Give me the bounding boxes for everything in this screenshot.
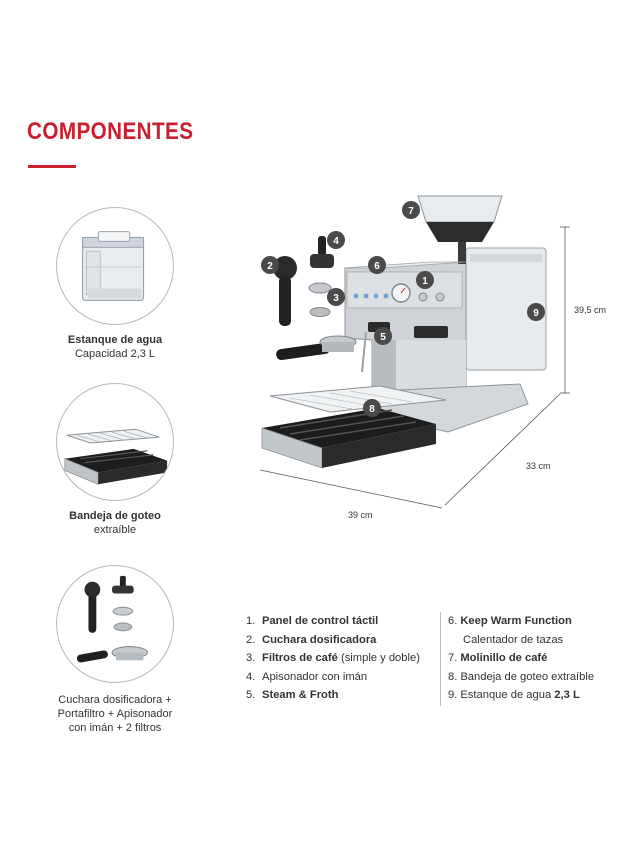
svg-text:5: 5 (380, 332, 386, 343)
drip-tray-subtitle: extraíble (93, 524, 137, 536)
page-title: COMPONENTES (27, 118, 194, 145)
legend-item-6-sub: Calentador de tazas (463, 633, 564, 646)
portafilter-handle (276, 342, 330, 361)
legend-item-2: 2.Cuchara dosificadora (246, 633, 377, 646)
depth-dimension-line (444, 393, 561, 506)
legend-item-8: 8.Bandeja de goteo extraíble (448, 670, 595, 683)
accessories-caption: Cuchara dosificadora + Portafiltro + Api… (20, 693, 210, 735)
svg-text:1: 1 (422, 276, 428, 287)
legend-item-7: 7.Molinillo de café (448, 652, 548, 665)
svg-text:3: 3 (333, 293, 339, 304)
drip-tray-thumbnail (56, 383, 174, 501)
legend-item-5: 5.Steam & Froth (246, 689, 339, 702)
drip-tray-caption: Bandeja de goteo extraíble (20, 509, 210, 537)
dosing-spoon (273, 256, 297, 280)
legend-column-left: 1.Panel de control táctil 2.Cuchara dosi… (240, 612, 436, 705)
title-underline (28, 165, 76, 168)
svg-text:4: 4 (333, 236, 339, 247)
height-label: 39,5 cm (574, 305, 606, 315)
drip-tray-grate (269, 385, 447, 413)
svg-text:6: 6 (374, 261, 380, 272)
width-dimension-line (259, 469, 443, 509)
bean-hopper (417, 195, 503, 223)
badge-7: 7 (402, 201, 420, 219)
legend-item-9: 9.Estanque de agua 2,3 L (448, 689, 580, 702)
legend-item-3: 3.Filtros de café (simple y doble) (246, 652, 420, 665)
drip-tray-title: Bandeja de goteo (69, 510, 161, 522)
accessories-thumbnail (56, 565, 174, 683)
water-tank-thumbnail (56, 207, 174, 325)
badge-2: 2 (261, 256, 279, 274)
badge-5: 5 (374, 327, 392, 345)
water-tank-caption: Estanque de agua Capacidad 2,3 L (20, 333, 210, 361)
legend-item-1: 1.Panel de control táctil (246, 615, 379, 627)
svg-text:7: 7 (408, 206, 414, 217)
water-tank-title: Estanque de agua (67, 334, 163, 346)
badge-9: 9 (527, 303, 545, 321)
accessories-line-2: Portafiltro + Apisonador (57, 708, 173, 720)
legend-item-4: 4.Apisonador con imán (246, 670, 368, 683)
water-tank-capacity: Capacidad 2,3 L (74, 348, 156, 360)
accessories-line-1: Cuchara dosificadora + (58, 694, 172, 706)
width-label: 39 cm (348, 510, 373, 520)
filter-basket-single (309, 307, 331, 317)
filter-basket-double (308, 282, 332, 294)
tamper (318, 236, 326, 256)
svg-text:8: 8 (369, 404, 375, 415)
espresso-machine-diagram: 39,5 cm 33 cm 39 cm (240, 180, 620, 530)
badge-1: 1 (416, 271, 434, 289)
badge-6: 6 (368, 256, 386, 274)
depth-label: 33 cm (526, 461, 551, 471)
badge-8: 8 (363, 399, 381, 417)
badge-3: 3 (327, 288, 345, 306)
svg-text:9: 9 (533, 308, 539, 319)
svg-text:2: 2 (267, 261, 273, 272)
accessories-line-3: con imán + 2 filtros (68, 722, 162, 734)
badge-4: 4 (327, 231, 345, 249)
legend-column-right: 6.Keep Warm Function Calentador de tazas… (440, 612, 630, 706)
legend-item-6: 6.Keep Warm Function (448, 615, 572, 627)
